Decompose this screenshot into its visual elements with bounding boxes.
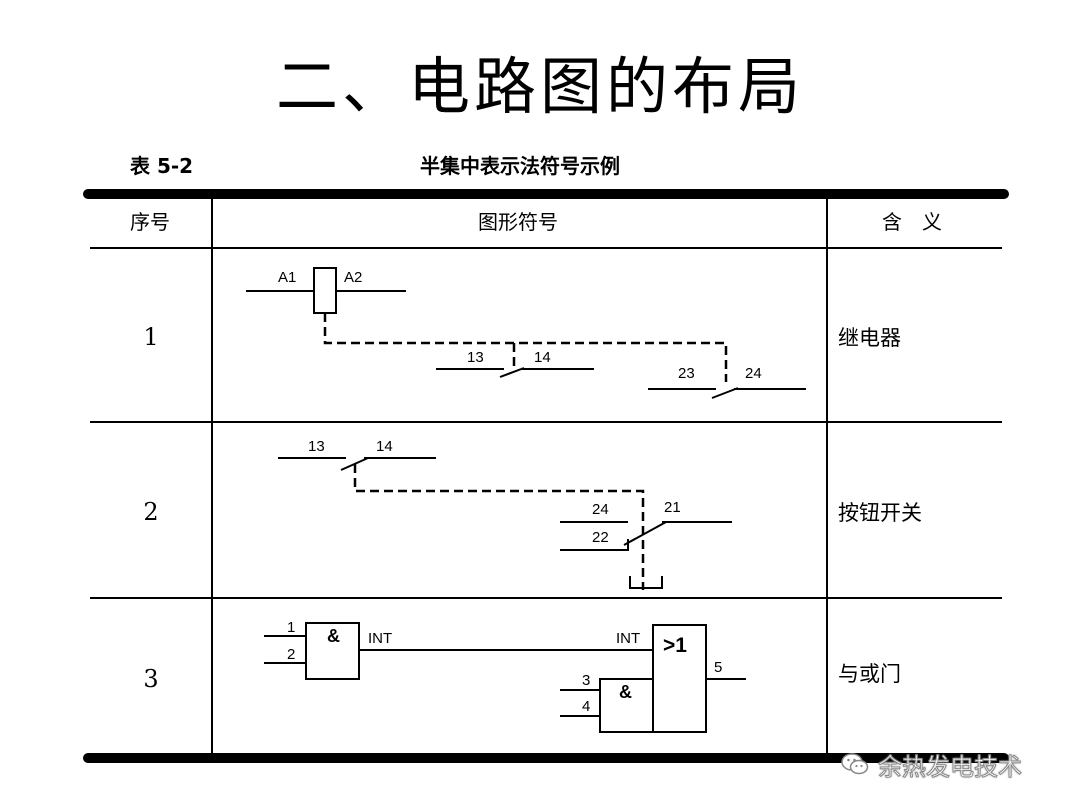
wechat-icon: [841, 753, 869, 775]
relay-coil: [313, 267, 337, 314]
relay-symbol: [246, 267, 806, 399]
row-meaning-2: 按钮开关: [838, 501, 922, 525]
label-relay-23: 23: [678, 365, 695, 382]
relay-contact-2-blade: [711, 387, 739, 399]
label-and-bottom: &: [619, 682, 632, 702]
label-int-out: INT: [368, 630, 392, 647]
pushbutton-actuator: [629, 576, 663, 589]
pushbutton-symbol: [278, 457, 732, 590]
label-relay-13: 13: [467, 349, 484, 366]
label-relay-14: 14: [534, 349, 551, 366]
label-button-22: 22: [592, 529, 609, 546]
label-relay-24: 24: [745, 365, 762, 382]
header-meaning: 含 义: [882, 210, 942, 234]
label-a2: A2: [344, 269, 362, 286]
relay-mechanical-link: [323, 313, 728, 382]
label-or-gate: >1: [663, 634, 687, 657]
label-button-24: 24: [592, 501, 609, 518]
table-caption: 半集中表示法符号示例: [420, 154, 620, 178]
label-button-13: 13: [308, 438, 325, 455]
label-int-in: INT: [616, 630, 640, 647]
table-number: 表 5-2: [130, 154, 194, 178]
watermark: 余热发电技术: [840, 744, 1023, 784]
label-button-21: 21: [664, 499, 681, 516]
label-input-1: 1: [287, 619, 295, 636]
row-index-3: 3: [143, 665, 158, 693]
row-meaning-1: 继电器: [838, 326, 901, 350]
pushbutton-contact-blade: [623, 521, 667, 546]
label-output-5: 5: [714, 659, 722, 676]
page-title: 二、电路图的布局: [275, 50, 804, 123]
label-input-2: 2: [287, 646, 295, 663]
relay-contact-1-blade: [499, 367, 525, 378]
label-and-top: &: [327, 626, 340, 646]
watermark-text: 余热发电技术: [878, 752, 1023, 781]
row-index-2: 2: [143, 498, 158, 526]
row-index-1: 1: [143, 323, 158, 351]
label-input-4: 4: [582, 698, 590, 715]
and-or-gate-symbol: [264, 622, 746, 733]
header-index: 序号: [130, 210, 170, 234]
header-symbol: 图形符号: [478, 210, 558, 234]
label-a1: A1: [278, 269, 296, 286]
and-gate-bottom: [599, 678, 654, 733]
label-input-3: 3: [582, 672, 590, 689]
row-meaning-3: 与或门: [838, 662, 901, 686]
label-button-14: 14: [376, 438, 393, 455]
pushbutton-mechanical-link: [353, 464, 645, 590]
